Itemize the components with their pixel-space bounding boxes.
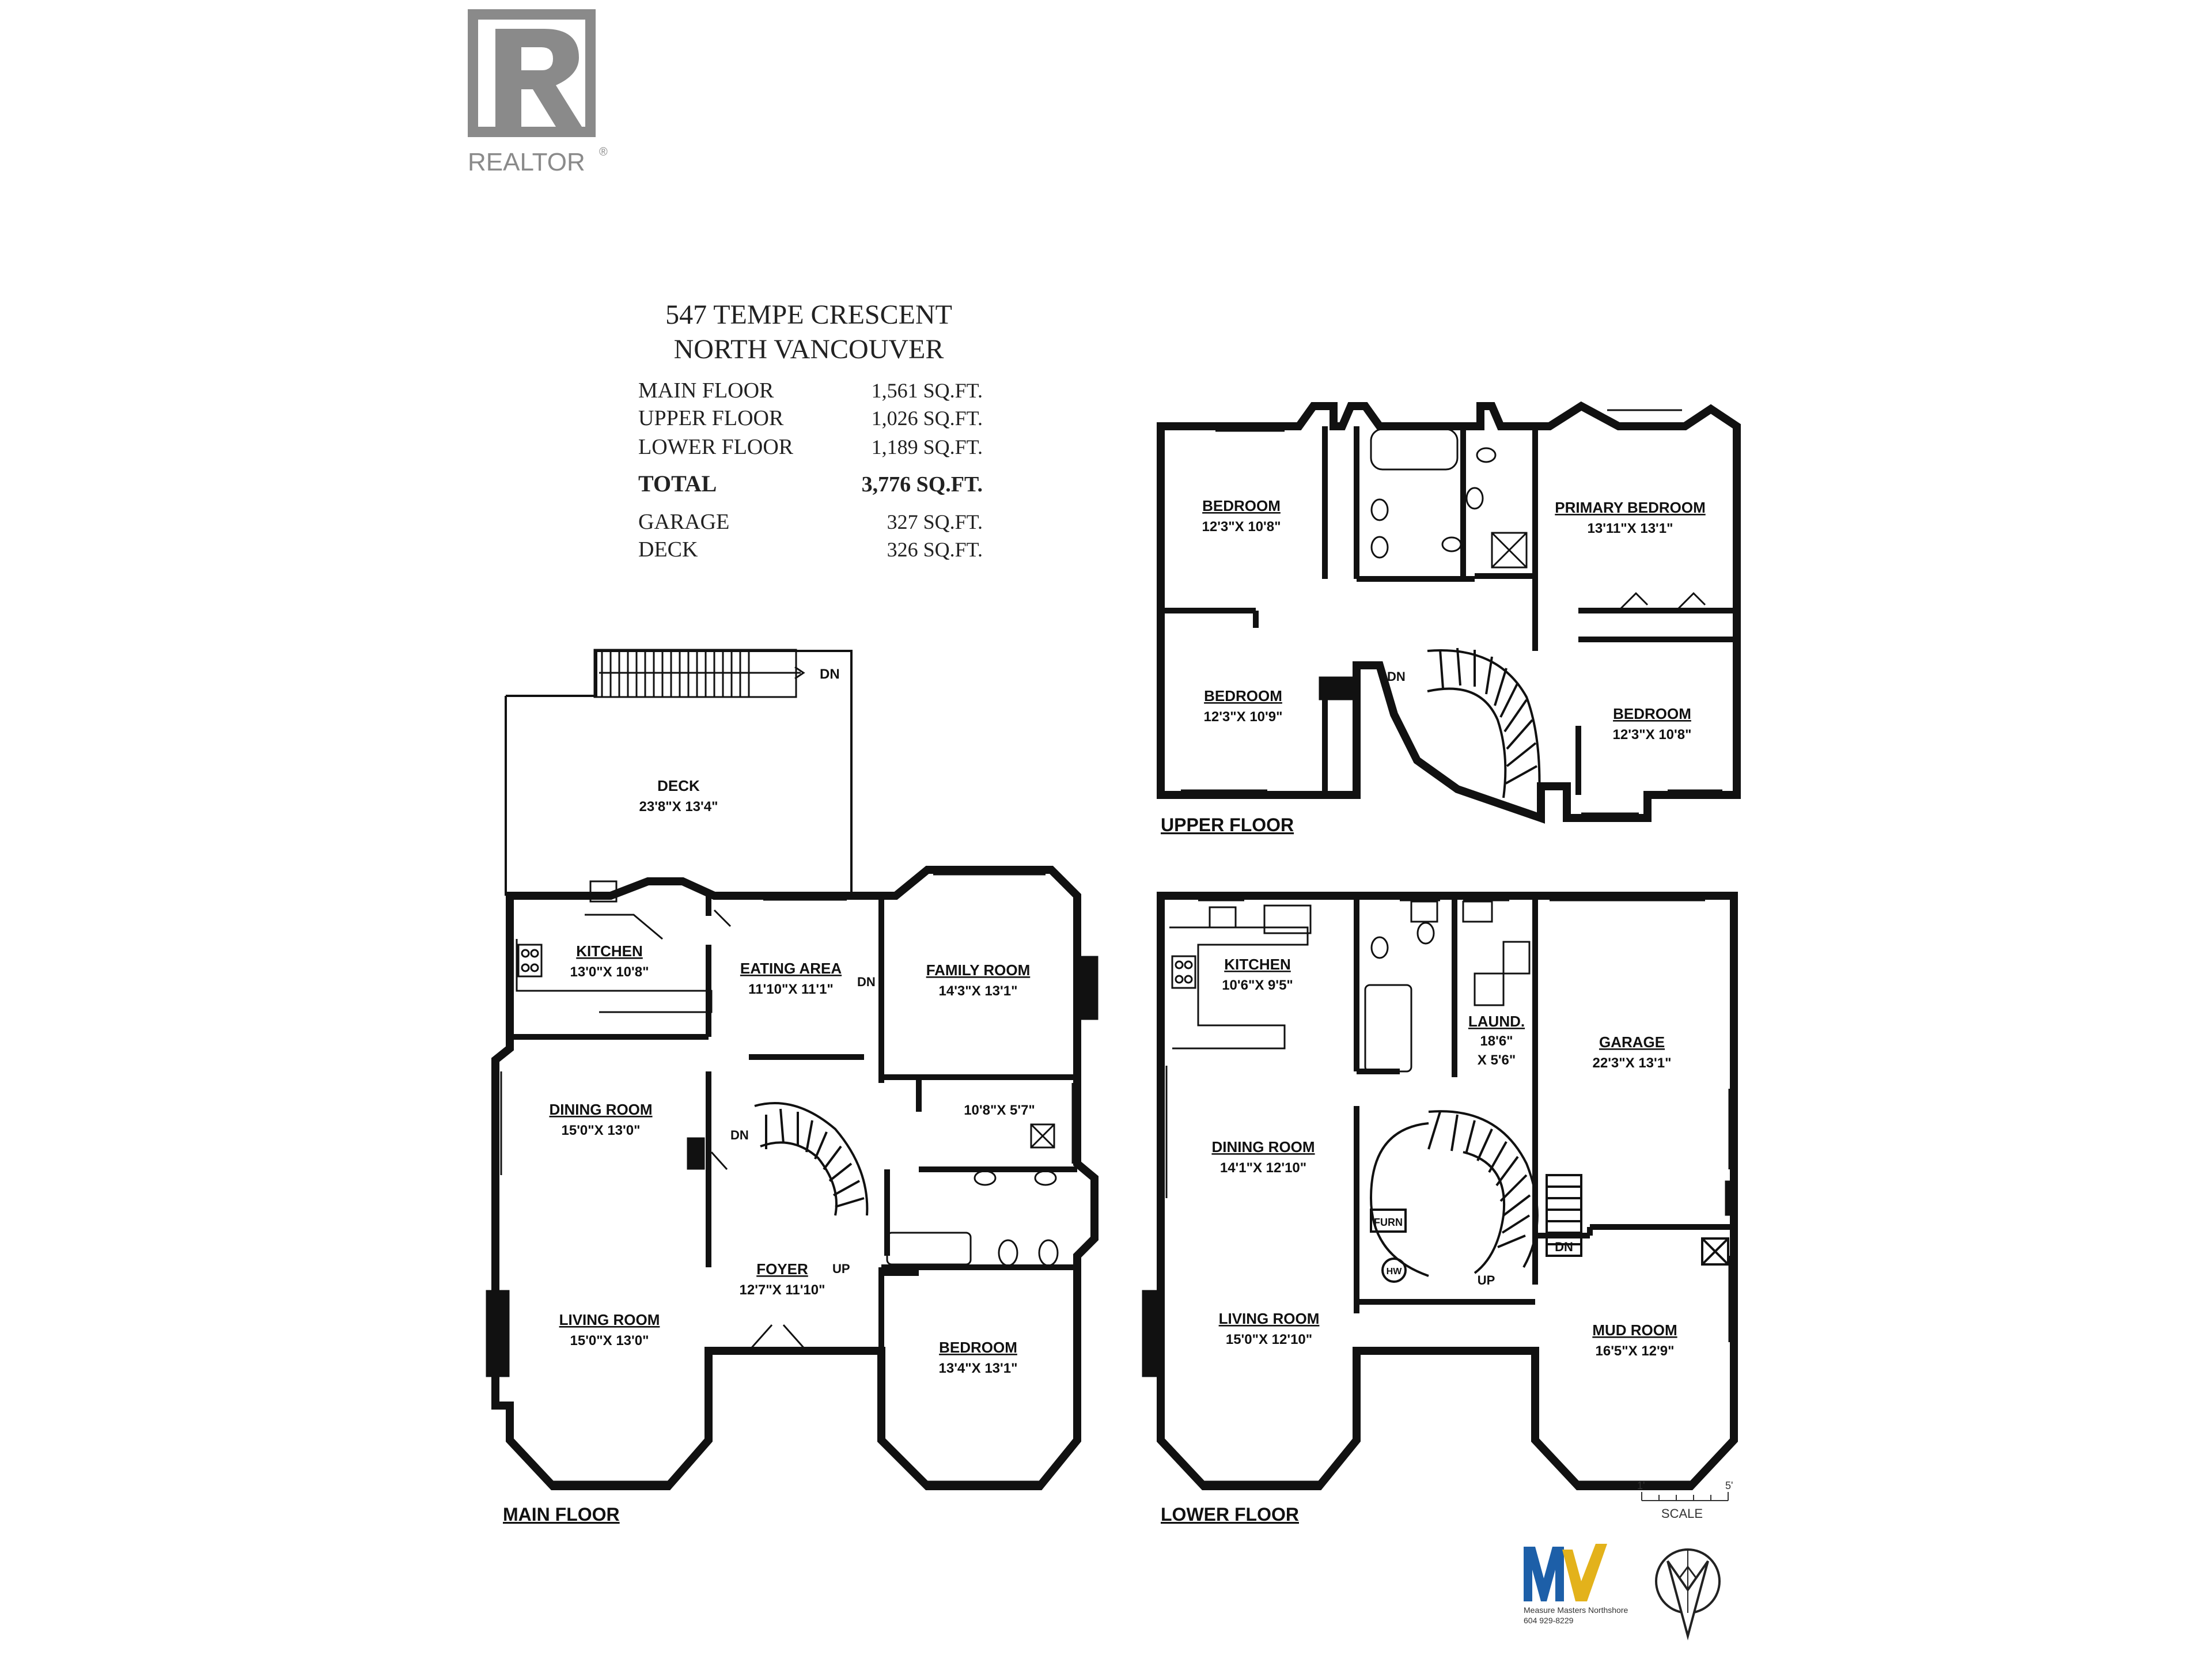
kitchen-dims: 13'0"X 10'8" [570, 964, 649, 980]
deck-area-label: DECK [638, 537, 698, 562]
lower-laund-dims2: X 5'6" [1478, 1052, 1516, 1068]
kitchen-name: KITCHEN [576, 942, 643, 960]
area-label-lower: LOWER FLOOR [638, 435, 794, 459]
lower-furn: FURN [1374, 1217, 1403, 1228]
credit-line1: Measure Masters Northshore [1524, 1605, 1628, 1615]
area-value-upper: 1,026 SQ.FT. [872, 407, 983, 430]
family-dn: DN [857, 975, 876, 989]
eating-area-name: EATING AREA [740, 960, 842, 977]
main-floor-labels: DECK 23'8"X 13'4" DN KITCHEN 13'0"X 10'8… [503, 666, 1035, 1525]
north-arrow-icon [1655, 1548, 1721, 1641]
garage-area-value: 327 SQ.FT. [887, 510, 983, 533]
lower-hw: HW [1387, 1267, 1403, 1277]
area-label-upper: UPPER FLOOR [638, 406, 784, 430]
title-block: 547 TEMPE CRESCENT NORTH VANCOUVER MAIN … [638, 300, 983, 562]
upper-bed2-name: BEDROOM [1204, 687, 1282, 704]
upper-bed1-name: BEDROOM [1202, 497, 1281, 514]
total-value: 3,776 SQ.FT. [862, 472, 983, 497]
lower-kitchen-dims: 10'6"X 9'5" [1222, 978, 1293, 993]
upper-floor-plan [1157, 401, 1741, 824]
foyer-stair-up: UP [832, 1262, 850, 1276]
dining-room-dims: 15'0"X 13'0" [562, 1123, 641, 1138]
scale-bar: 1' 5' SCALE [1637, 1480, 1733, 1521]
lower-living-dims: 15'0"X 12'10" [1226, 1332, 1312, 1347]
family-room-dims: 14'3"X 13'1" [939, 983, 1018, 999]
lower-floor-plan [1142, 892, 1738, 1490]
lower-mud-name: MUD ROOM [1592, 1321, 1677, 1339]
scale-start: 1' [1637, 1480, 1645, 1491]
address-line2: NORTH VANCOUVER [674, 334, 944, 365]
realtor-logo: REALTOR ® [468, 9, 608, 176]
upper-floor-title: UPPER FLOOR [1161, 815, 1294, 835]
upper-primary-name: PRIMARY BEDROOM [1555, 499, 1705, 516]
lower-garage-name: GARAGE [1599, 1033, 1665, 1051]
upper-primary-dims: 13'11"X 13'1" [1588, 521, 1673, 536]
main-bedroom-dims: 13'4"X 13'1" [939, 1361, 1018, 1376]
scale-label: SCALE [1661, 1506, 1703, 1521]
upper-bed1-dims: 12'3"X 10'8" [1202, 519, 1281, 535]
registered-mark: ® [599, 146, 608, 158]
lower-floor-labels: KITCHEN 10'6"X 9'5" LAUND. 18'6" X 5'6" … [1161, 956, 1677, 1525]
upper-stair-dn: DN [1387, 669, 1406, 684]
lower-dining-name: DINING ROOM [1211, 1138, 1315, 1156]
main-floor-title: MAIN FLOOR [503, 1504, 620, 1525]
deck-stair-dn: DN [820, 666, 840, 682]
lower-living-name: LIVING ROOM [1219, 1310, 1320, 1327]
eating-area-dims: 11'10"X 11'1" [748, 982, 834, 997]
family-room-name: FAMILY ROOM [926, 961, 1031, 979]
foyer-dims: 12'7"X 11'10" [740, 1282, 825, 1298]
lower-kitchen-name: KITCHEN [1224, 956, 1291, 973]
upper-floor-labels: BEDROOM 12'3"X 10'8" BEDROOM 12'3"X 10'9… [1161, 497, 1706, 835]
laundry-dims: 10'8"X 5'7" [964, 1103, 1035, 1118]
area-value-lower: 1,189 SQ.FT. [872, 435, 983, 459]
lower-dining-dims: 14'1"X 12'10" [1220, 1160, 1306, 1176]
deck-name: DECK [657, 777, 700, 794]
lower-stair-dn: DN [1555, 1240, 1573, 1254]
area-label-main: MAIN FLOOR [638, 378, 774, 403]
upper-bed3-dims: 12'3"X 10'8" [1613, 727, 1692, 743]
lower-mud-dims: 16'5"X 12'9" [1596, 1343, 1675, 1359]
living-room-dims: 15'0"X 13'0" [570, 1333, 649, 1349]
lower-laund-dims1: 18'6" [1480, 1033, 1513, 1049]
deck-area-value: 326 SQ.FT. [887, 538, 983, 561]
total-label: TOTAL [638, 471, 717, 497]
foyer-stair-dn: DN [730, 1128, 749, 1142]
lower-laund-name: LAUND. [1468, 1013, 1525, 1030]
upper-bed3-name: BEDROOM [1613, 705, 1691, 722]
upper-bed2-dims: 12'3"X 10'9" [1204, 709, 1283, 725]
credit-line2: 604 929-8229 [1524, 1616, 1574, 1625]
realtor-logo-text: REALTOR [468, 148, 585, 176]
living-room-name: LIVING ROOM [559, 1311, 660, 1328]
dining-room-name: DINING ROOM [549, 1101, 652, 1118]
scale-end: 5' [1725, 1480, 1733, 1491]
lower-garage-dims: 22'3"X 13'1" [1593, 1055, 1672, 1071]
garage-area-label: GARAGE [638, 510, 729, 534]
main-bedroom-name: BEDROOM [939, 1339, 1017, 1356]
main-floor-plan [486, 649, 1099, 1490]
foyer-name: FOYER [756, 1260, 808, 1278]
address-line1: 547 TEMPE CRESCENT [665, 300, 952, 330]
deck-dims: 23'8"X 13'4" [639, 799, 718, 815]
measure-masters-logo: Measure Masters Northshore 604 929-8229 [1524, 1544, 1628, 1625]
lower-floor-title: LOWER FLOOR [1161, 1504, 1299, 1525]
lower-stair-up: UP [1478, 1273, 1495, 1287]
area-value-main: 1,561 SQ.FT. [872, 379, 983, 402]
